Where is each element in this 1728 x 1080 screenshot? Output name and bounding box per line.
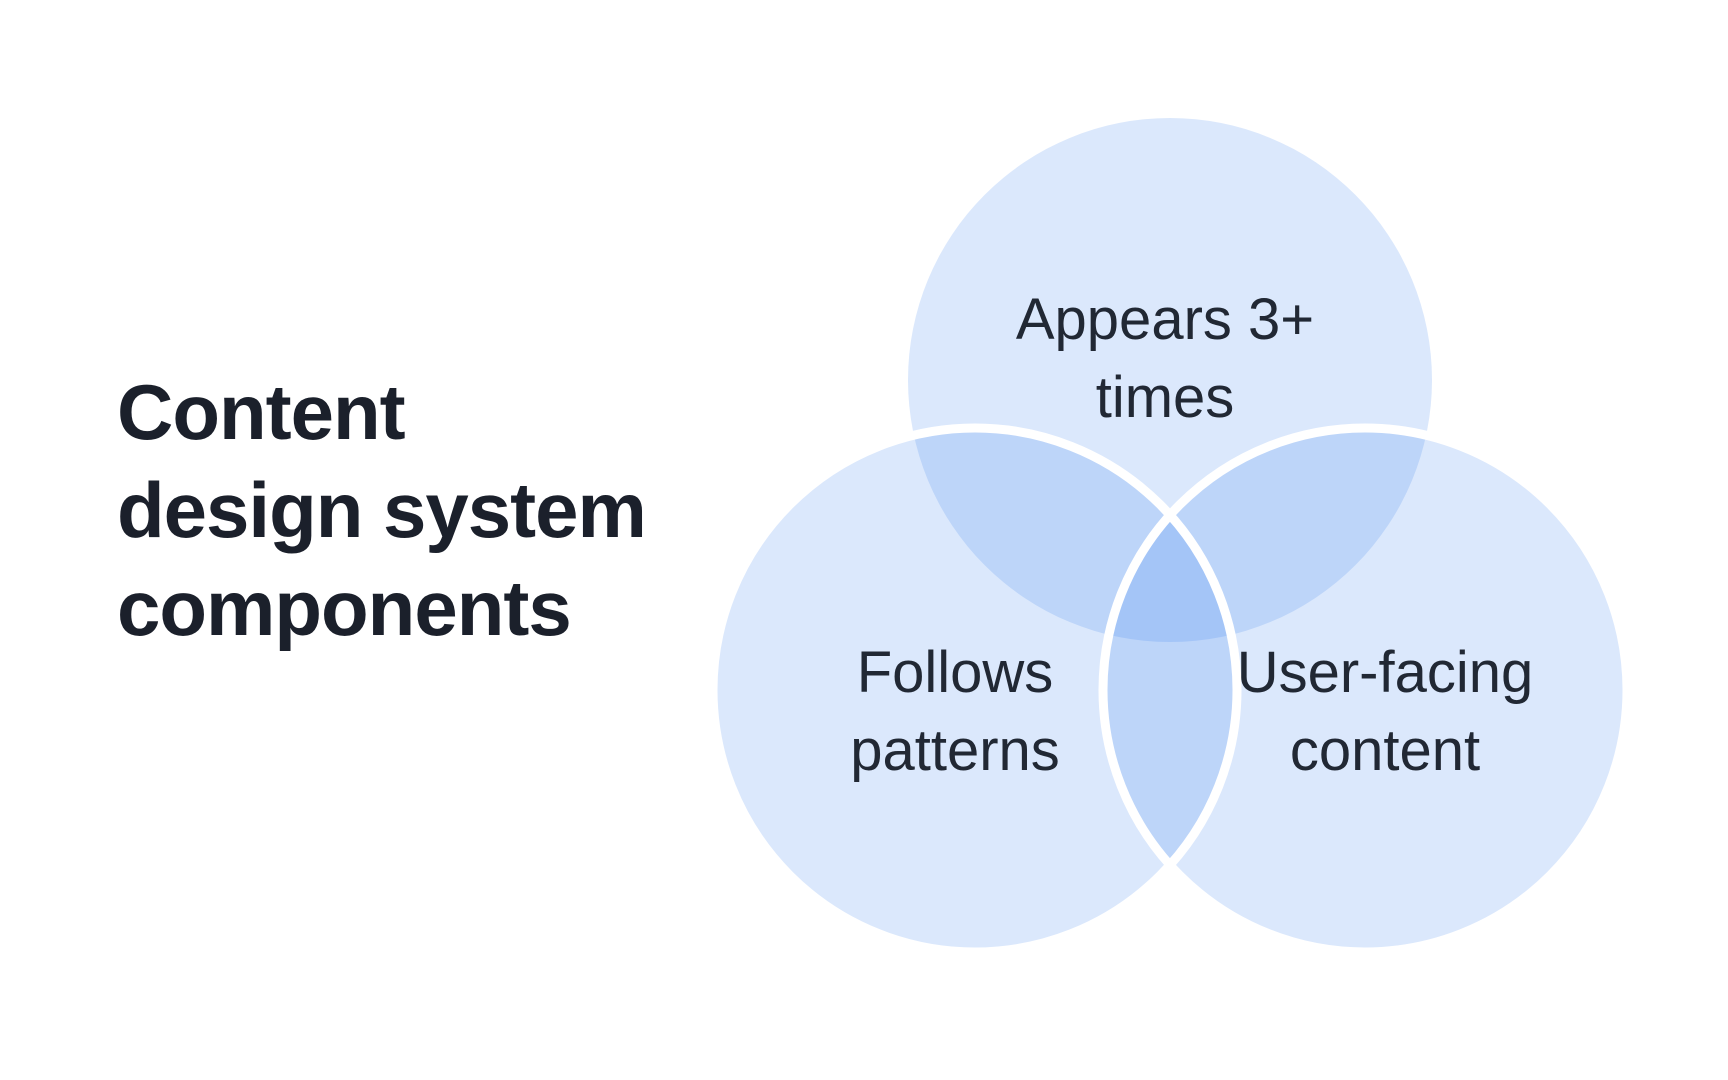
circle-label-user-facing-content: User-facing content bbox=[1125, 634, 1645, 790]
circle-label-line: times bbox=[1095, 365, 1235, 430]
venn-circle-user-facing-content-outline bbox=[1098, 423, 1632, 957]
page-title: Content design system components bbox=[117, 363, 647, 657]
page-title-line: design system bbox=[117, 466, 647, 554]
circle-label-line: patterns bbox=[850, 718, 1060, 783]
circle-label-appears-3-times: Appears 3+ times bbox=[905, 281, 1425, 437]
page-title-line: components bbox=[117, 564, 572, 652]
venn-circle-follows-patterns-outline bbox=[708, 423, 1242, 957]
venn-circle-follows-patterns bbox=[713, 428, 1237, 952]
circle-label-follows-patterns: Follows patterns bbox=[695, 634, 1215, 790]
venn-circle-appears-3-times bbox=[908, 118, 1432, 642]
venn-circle-user-facing-content bbox=[1103, 428, 1627, 952]
circle-label-line: Follows bbox=[856, 640, 1054, 705]
circle-label-line: User-facing bbox=[1236, 640, 1534, 705]
circle-label-line: Appears 3+ bbox=[1015, 287, 1315, 352]
circle-label-line: content bbox=[1289, 718, 1481, 783]
page-title-line: Content bbox=[117, 368, 406, 456]
